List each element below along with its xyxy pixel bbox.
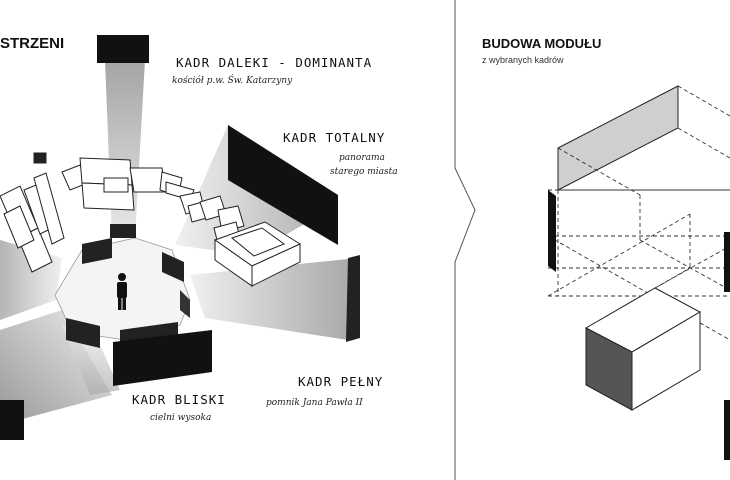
view-cone-bottom bbox=[62, 325, 120, 395]
panel-divider bbox=[454, 0, 476, 480]
frame-label-full: KADR PEŁNY bbox=[298, 374, 383, 389]
module-wireframe bbox=[547, 85, 730, 341]
close-frame-black-panel bbox=[0, 400, 24, 440]
module-left-black-panel bbox=[548, 190, 556, 272]
plaza-wall-panel bbox=[180, 290, 190, 318]
frame-sublabel-full: pomnik Jana Pawła II bbox=[266, 398, 363, 408]
module-title: BUDOWA MODUŁU bbox=[482, 36, 601, 51]
view-cone-full bbox=[190, 258, 358, 340]
plaza-wall-panel bbox=[82, 238, 112, 264]
old-town-buildings bbox=[0, 152, 302, 287]
module-bottom-box bbox=[584, 287, 702, 411]
plaza-wall-panel bbox=[66, 318, 100, 348]
section-title-fragment: STRZENI bbox=[0, 35, 64, 52]
plaza-wall-panel bbox=[162, 252, 184, 282]
module-right-black-panel bbox=[724, 400, 730, 460]
right-panel: BUDOWA MODUŁU z wybranych kadrów bbox=[482, 36, 730, 460]
total-frame-black-panel bbox=[228, 125, 338, 245]
plaza-wall-panel bbox=[110, 224, 136, 238]
far-frame-black-panel bbox=[97, 35, 149, 63]
module-right-black-panel bbox=[724, 232, 730, 292]
person-figure bbox=[117, 273, 127, 310]
module-top-box bbox=[557, 85, 679, 191]
frame-sublabel-total-1: panorama bbox=[339, 153, 385, 163]
frame-label-close: KADR BLISKI bbox=[132, 392, 226, 407]
view-cone-close bbox=[0, 310, 112, 425]
frame-sublabel-far: kościół p.w. Św. Katarzyny bbox=[172, 74, 293, 86]
frame-label-far: KADR DALEKI - DOMINANTA bbox=[176, 55, 372, 70]
frame-sublabel-close: cielni wysoka bbox=[150, 413, 211, 423]
full-frame-black-panel bbox=[346, 255, 360, 342]
module-subtitle: z wybranych kadrów bbox=[482, 55, 564, 65]
plaza-wall-panel-large bbox=[113, 330, 212, 386]
frame-label-total: KADR TOTALNY bbox=[283, 130, 385, 145]
frame-sublabel-total-2: starego miasta bbox=[330, 167, 398, 177]
view-cone-far bbox=[105, 60, 145, 238]
left-panel: STRZENI KADR DALEKI - DOMINANTA kościół … bbox=[0, 35, 398, 440]
